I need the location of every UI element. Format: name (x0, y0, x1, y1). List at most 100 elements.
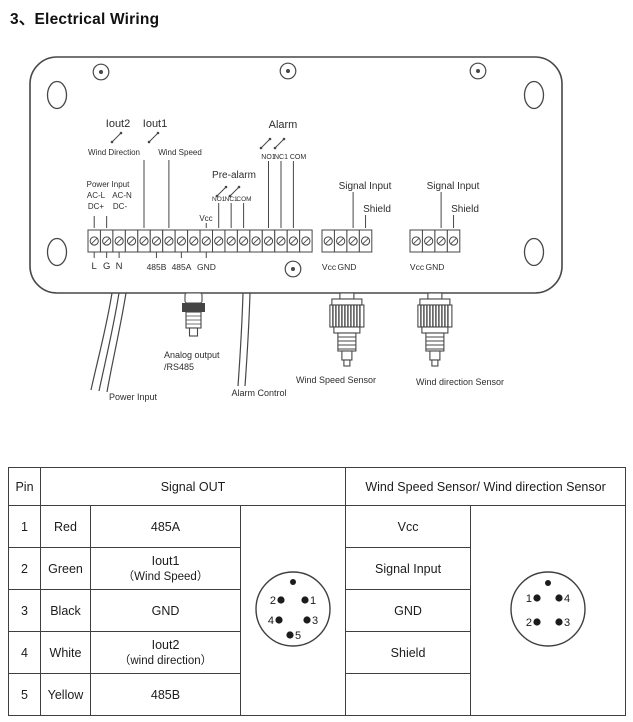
header-pin: Pin (8, 467, 41, 506)
table-row: 4 White Iout2（wind direction） Shield (8, 631, 626, 674)
label-signal-input-2: Signal Input (427, 181, 480, 192)
connector-body (510, 571, 586, 647)
label-alarm-control: Alarm Control (231, 388, 286, 398)
cell-pin: 1 (8, 505, 41, 548)
label-gnd-1: GND (338, 262, 357, 272)
mount-hole (523, 80, 545, 110)
cell-pin: 5 (8, 673, 41, 716)
label-g: G (103, 261, 110, 272)
pin-label: 4 (564, 593, 570, 605)
pin-dot (533, 618, 541, 626)
pin-dot (275, 616, 283, 624)
label-iout1: Iout1 (143, 118, 167, 130)
label-dc-minus: DC- (113, 202, 128, 211)
label-power-input: Power Input (87, 180, 130, 189)
cell-sensor: Shield (345, 631, 472, 674)
pin-table: Pin Signal OUT Wind Speed Sensor/ Wind d… (8, 467, 627, 716)
label-vcc-1: Vcc (322, 262, 337, 272)
label-pre-no1: NO1 (212, 196, 226, 203)
pin-dot (555, 594, 563, 602)
cell-sensor: Vcc (345, 505, 472, 548)
cell-color: Green (40, 547, 91, 590)
pin-dot (301, 596, 309, 604)
cell-pin: 4 (8, 631, 41, 674)
pin-dot (277, 596, 285, 604)
label-ac-l: AC-L (87, 191, 106, 200)
table-row: 5 Yellow 485B (8, 673, 626, 716)
cell-signal: 485B (90, 673, 241, 716)
pin-label: 2 (526, 617, 532, 629)
label-485a: 485A (172, 262, 192, 272)
label-gnd-2: GND (426, 262, 445, 272)
wind-speed-plug (329, 292, 365, 367)
connector-body (255, 571, 331, 647)
cell-signal: 485A (90, 505, 241, 548)
pin-label: 1 (526, 593, 532, 605)
cell-connector-sensor: 1 4 2 3 (470, 505, 627, 716)
label-iout2: Iout2 (106, 118, 130, 130)
header-sensor: Wind Speed Sensor/ Wind direction Sensor (345, 467, 627, 506)
label-signal-input-1: Signal Input (339, 181, 392, 192)
cell-signal: Iout2（wind direction） (90, 631, 241, 674)
label-vcc: Vcc (199, 214, 212, 223)
leader-lines (93, 160, 455, 258)
label-wind-direction: Wind Direction (88, 148, 140, 157)
wind-direction-plug (417, 292, 453, 367)
terminal-block-wind-direction (409, 229, 461, 253)
pin-dot (533, 594, 541, 602)
label-alarm-no1: NO1 (261, 154, 276, 161)
pin-label: 3 (312, 615, 318, 627)
screw-hole (92, 63, 110, 81)
label-rs485: /RS485 (164, 362, 194, 372)
pin-label: 5 (295, 630, 301, 642)
mount-hole (523, 237, 545, 267)
table-header-row: Pin Signal OUT Wind Speed Sensor/ Wind d… (8, 467, 627, 506)
pin-label: 3 (564, 617, 570, 629)
cell-sensor: Signal Input (345, 547, 472, 590)
label-pre-nc1: NC1 (225, 196, 238, 203)
diagram-labels: Iout2 Iout1 Wind Direction Wind Speed Al… (87, 118, 504, 402)
table-row: 1 Red 485A 2 1 4 3 5 Vc (8, 505, 627, 716)
label-wind-direction-sensor: Wind direction Sensor (416, 377, 504, 387)
label-gnd: GND (197, 262, 216, 272)
key-dot (290, 579, 297, 585)
cell-color: Yellow (40, 673, 91, 716)
screw-hole (469, 62, 487, 80)
label-vcc-2: Vcc (410, 262, 425, 272)
analog-output-plug (182, 292, 205, 337)
label-shield-1: Shield (363, 204, 391, 215)
label-alarm: Alarm (269, 119, 298, 131)
cell-sensor (345, 673, 472, 716)
cell-color: Red (40, 505, 91, 548)
label-pre-alarm: Pre-alarm (212, 170, 256, 181)
cell-pin: 3 (8, 589, 41, 632)
label-power-cable: Power Input (109, 392, 158, 402)
connector-4pin-diagram: 1 4 2 3 (510, 571, 586, 647)
cell-color: Black (40, 589, 91, 632)
label-alarm-com: COM (290, 154, 307, 161)
label-dc-plus: DC+ (88, 202, 105, 211)
label-analog-output: Analog output (164, 350, 220, 360)
pin-label: 4 (268, 615, 274, 627)
label-n: N (116, 261, 123, 272)
connector-5pin-diagram: 2 1 4 3 5 (255, 571, 331, 647)
label-485b: 485B (147, 262, 167, 272)
cell-signal: Iout1（Wind Speed） (90, 547, 241, 590)
device-enclosure (29, 56, 563, 294)
pin-label: 1 (310, 595, 316, 607)
label-pre-com: COM (236, 196, 251, 203)
page-title: 3、Electrical Wiring (10, 11, 160, 28)
label-ac-n: AC-N (112, 191, 132, 200)
pin-dot (303, 616, 311, 624)
power-cable (90, 292, 127, 393)
alarm-cable (237, 292, 251, 387)
cell-pin: 2 (8, 547, 41, 590)
terminal-block-wind-speed (321, 229, 373, 253)
table-row: 3 Black GND GND (8, 589, 626, 632)
wiring-diagram: Iout2 Iout1 Wind Direction Wind Speed Al… (29, 56, 563, 402)
key-dot (545, 580, 552, 586)
screw-hole (279, 62, 297, 80)
label-alarm-nc1: NC1 (274, 154, 288, 161)
label-l: L (92, 261, 97, 272)
cell-connector-out: 2 1 4 3 5 (239, 505, 347, 716)
